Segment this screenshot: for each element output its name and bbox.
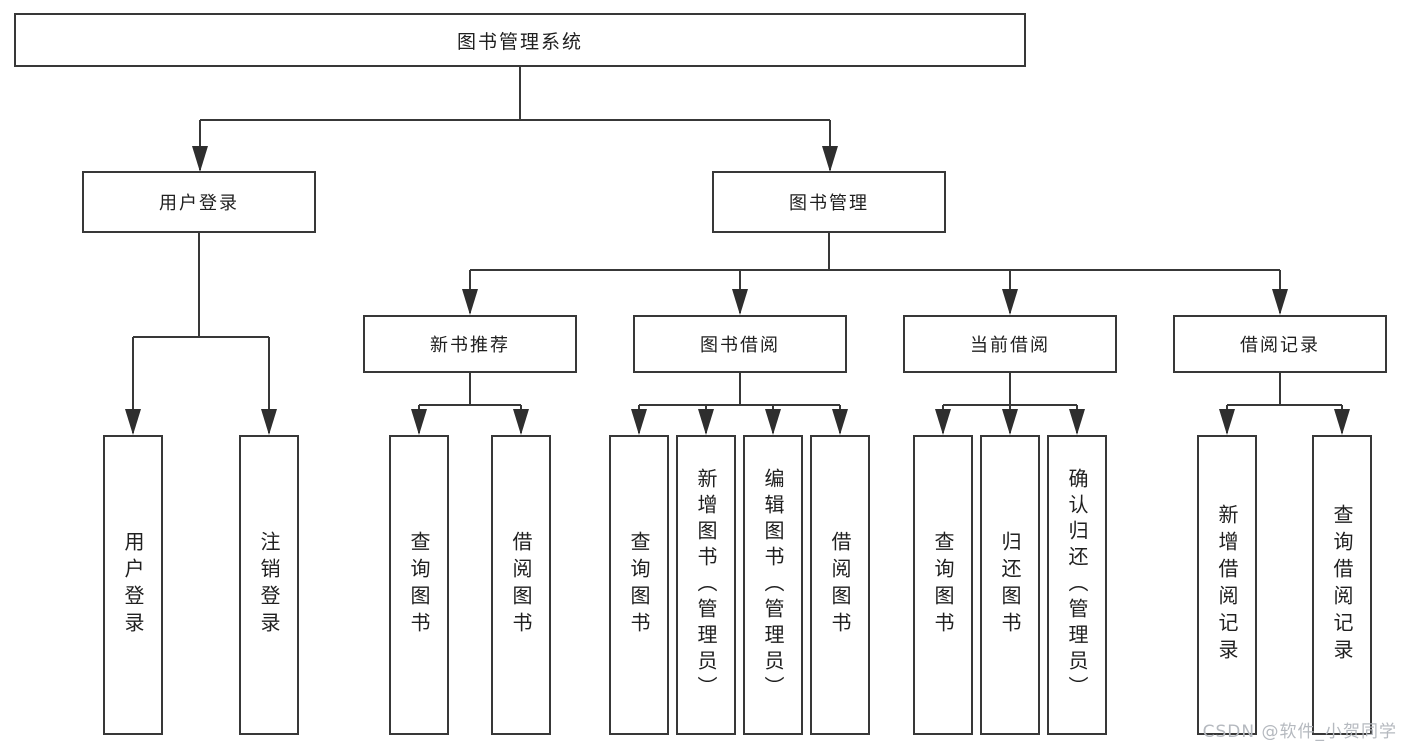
leaf-add-book-admin: 新增图书（管理员） bbox=[676, 435, 736, 735]
tree-edges bbox=[132, 67, 1343, 433]
leaf-logout: 注销登录 bbox=[239, 435, 299, 735]
leaf-return-book: 归还图书 bbox=[980, 435, 1040, 735]
leaf-user-login: 用户登录 bbox=[103, 435, 163, 735]
node-current-borrow: 当前借阅 bbox=[903, 315, 1117, 373]
leaf-query-books-current: 查询图书 bbox=[913, 435, 973, 735]
node-book-borrow: 图书借阅 bbox=[633, 315, 847, 373]
node-root-system: 图书管理系统 bbox=[14, 13, 1026, 67]
node-new-book-recommend: 新书推荐 bbox=[363, 315, 577, 373]
leaf-query-books-borrow: 查询图书 bbox=[609, 435, 669, 735]
leaf-borrow-books-borrow: 借阅图书 bbox=[810, 435, 870, 735]
node-book-management: 图书管理 bbox=[712, 171, 946, 233]
leaf-edit-book-admin: 编辑图书（管理员） bbox=[743, 435, 803, 735]
node-borrow-records: 借阅记录 bbox=[1173, 315, 1387, 373]
csdn-watermark: CSDN @软件_小贺同学 bbox=[1202, 722, 1397, 742]
node-user-login: 用户登录 bbox=[82, 171, 316, 233]
leaf-query-borrow-record: 查询借阅记录 bbox=[1312, 435, 1372, 735]
leaf-add-borrow-record: 新增借阅记录 bbox=[1197, 435, 1257, 735]
leaf-borrow-books-recommend: 借阅图书 bbox=[491, 435, 551, 735]
leaf-query-books-recommend: 查询图书 bbox=[389, 435, 449, 735]
leaf-confirm-return-admin: 确认归还（管理员） bbox=[1047, 435, 1107, 735]
